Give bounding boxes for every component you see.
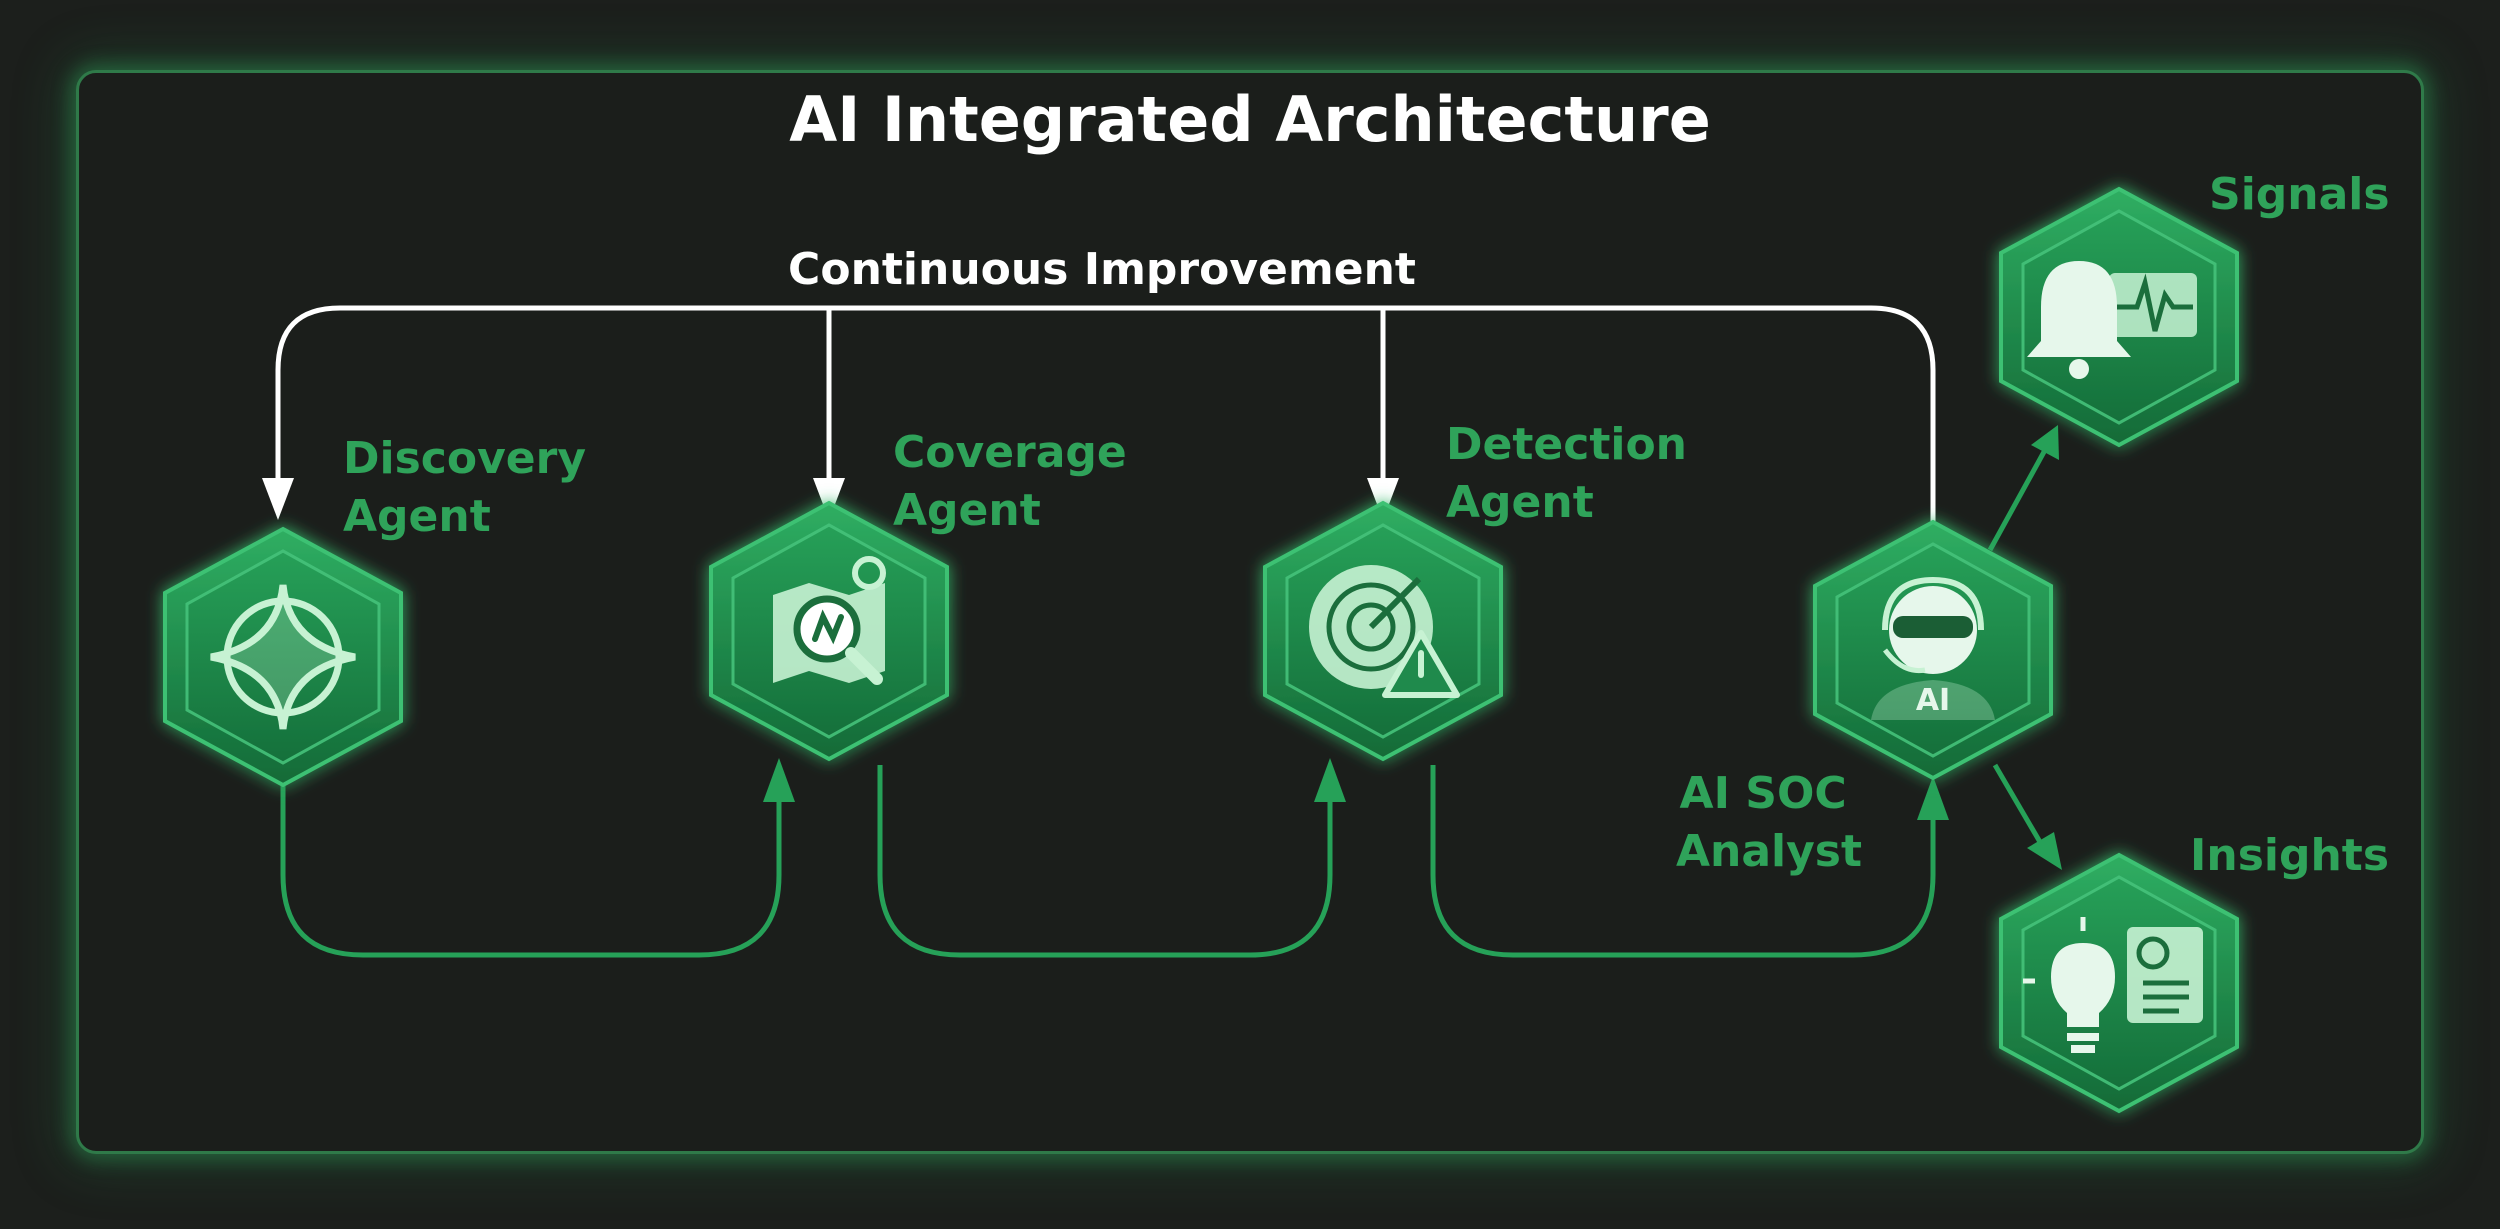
feedback-loop <box>275 305 1936 525</box>
detection-agent-node <box>1263 500 1503 762</box>
coverage-agent-node <box>709 500 949 762</box>
ai-soc-analyst-node: AI <box>1813 519 2053 781</box>
map-search-icon <box>773 556 886 685</box>
signals-label: Signals <box>2209 169 2390 220</box>
bell-pulse-icon <box>2027 261 2197 379</box>
compass-crosshair-icon <box>210 584 356 730</box>
feedback-arrowheads <box>262 478 1399 520</box>
signals-node <box>1999 186 2239 448</box>
ai-badge: AI <box>1916 683 1950 718</box>
ai-analyst-headset-icon: AI <box>1871 576 1995 720</box>
ai-soc-analyst-label: AI SOC Analyst <box>1676 768 1862 877</box>
insights-node <box>1999 852 2239 1114</box>
loop-label: Continuous Improvement <box>788 244 1416 295</box>
discovery-agent-label: Discovery Agent <box>343 433 601 542</box>
radar-alert-icon <box>1309 565 1460 698</box>
lightbulb-report-icon <box>2023 917 2203 1053</box>
forward-arrowheads <box>763 425 2062 870</box>
coverage-agent-label: Coverage Agent <box>893 427 1142 536</box>
discovery-agent-node <box>163 526 403 788</box>
diagram-title: AI Integrated Architecture <box>789 83 1711 156</box>
detection-agent-label: Detection Agent <box>1446 419 1702 528</box>
forward-flow <box>280 448 2048 958</box>
insights-label: Insights <box>2190 830 2389 881</box>
